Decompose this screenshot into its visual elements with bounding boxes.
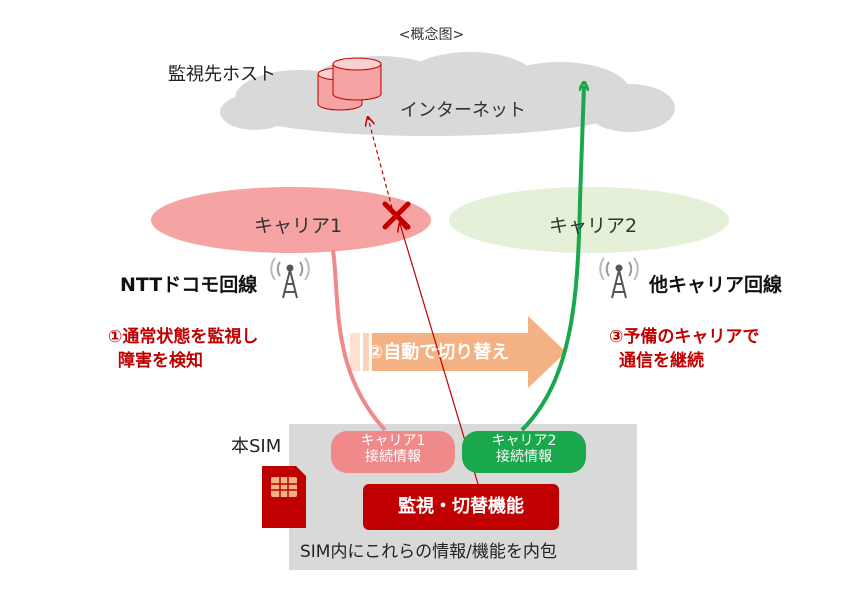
switch-label: ②自動で切り替え <box>368 342 510 363</box>
step3-line1: ③予備のキャリアで <box>609 327 760 347</box>
carrier2-label: キャリア2 <box>549 215 638 237</box>
step1-line2: 障害を検知 <box>118 351 203 371</box>
carrier2-info-line2: 接続情報 <box>496 449 552 465</box>
sim-footer-label: SIM内にこれらの情報/機能を内包 <box>300 542 557 562</box>
monitor-switch-function-box: 監視・切替機能 <box>363 484 559 530</box>
carrier2-link-arrow <box>520 86 584 432</box>
host-label: 監視先ホスト <box>168 64 276 85</box>
step1-line1: ①通常状態を監視し <box>108 327 259 347</box>
database-icon <box>317 57 382 111</box>
antenna-icon-left <box>270 257 310 299</box>
dashed-monitor-arrow <box>368 118 393 209</box>
internet-label: インターネット <box>400 100 526 121</box>
internet-cloud <box>220 52 675 136</box>
failure-x-icon <box>382 201 411 230</box>
carrier2-info-line1: キャリア2 <box>491 433 557 449</box>
step3-note: ③予備のキャリアで 通信を継続 <box>609 325 759 373</box>
diagram-title: <概念图> <box>398 27 465 43</box>
step3-line2: 通信を継続 <box>619 351 704 371</box>
other-carrier-line-label: 他キャリア回線 <box>649 274 783 296</box>
sim-label: 本SIM <box>231 436 282 457</box>
step1-note: ①通常状態を監視し 障害を検知 <box>108 325 258 373</box>
switch-arrow <box>350 316 566 388</box>
carrier2-info-pill: キャリア2 接続情報 <box>462 431 586 473</box>
carrier2-ellipse <box>449 187 729 253</box>
carrier1-link <box>331 249 387 432</box>
sim-card-icon <box>262 466 306 528</box>
antenna-icon-right <box>599 257 639 299</box>
carrier1-info-pill: キャリア1 接続情報 <box>331 431 455 473</box>
carrier1-ellipse <box>151 187 431 253</box>
ntt-line-label: NTTドコモ回線 <box>120 274 258 296</box>
carrier1-label: キャリア1 <box>254 215 343 237</box>
carrier1-info-line1: キャリア1 <box>360 433 426 449</box>
carrier1-info-line2: 接続情報 <box>365 449 421 465</box>
